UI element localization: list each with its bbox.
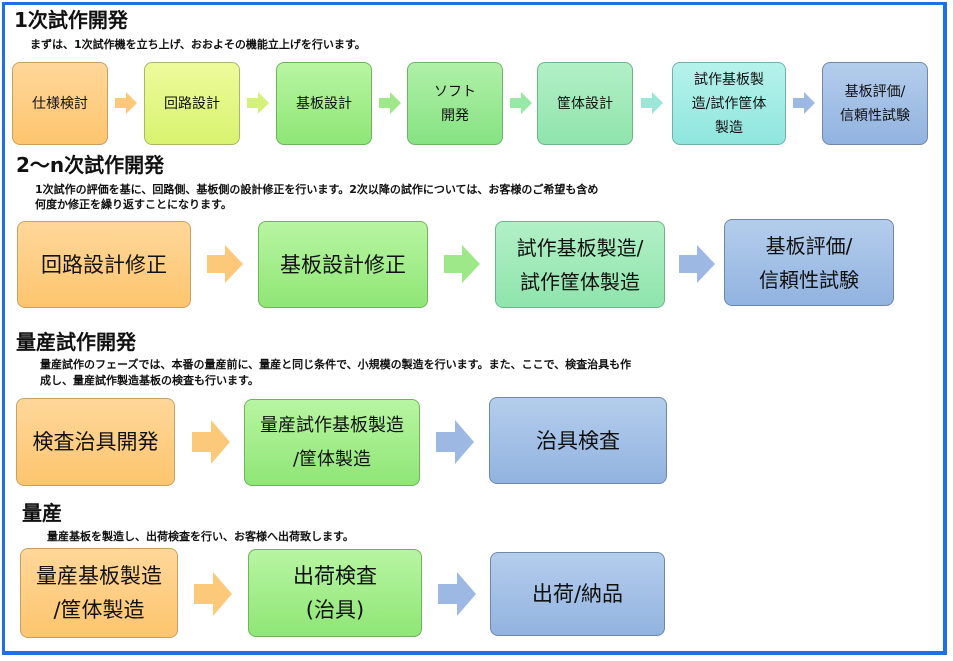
step-label: 量産試作基板製造 /筐体製造 [260,414,404,470]
step-label: 量産基板製造 /筐体製造 [36,564,162,622]
step-circuit-design-revision: 回路設計修正 [17,221,191,308]
step-label: 回路設計 [164,95,220,112]
section-title: 量産 [22,501,62,525]
step-board-design-revision: 基板設計修正 [258,221,428,308]
step-label: 試作基板製造/ 試作筐体製造 [516,235,644,294]
step-label: 基板評価/ 信頼性試験 [840,83,910,124]
section-description-line-1: 量産試作のフェーズでは、本番の量産前に、量産と同じ条件で、小規模の製造を行います… [40,358,632,371]
section-description: 量産基板を製造し、出荷検査を行い、お客様へ出荷致します。 [47,530,354,543]
step-label: 試作基板製 造/試作筐体 製造 [691,71,767,136]
step-jig-inspection: 治具検査 [489,397,667,484]
step-circuit-design: 回路設計 [144,62,240,145]
section-description: まずは、1次試作機を立ち上げ、おおよその機能立上げを行います。 [30,38,366,51]
section-description-line-1: 1次試作の評価を基に、回路側、基板側の設計修正を行います。2次以降の試作について… [35,183,599,196]
step-label: 基板設計 [296,95,352,112]
step-label: 出荷/納品 [531,582,624,606]
step-board-design: 基板設計 [276,62,372,145]
step-inspection-jig-development: 検査治具開発 [16,398,175,486]
step-enclosure-design: 筐体設計 [537,62,633,145]
section-description-line-2: 何度か修正を繰り返すことになります。 [35,198,232,211]
step-board-evaluation: 基板評価/ 信頼性試験 [822,62,928,145]
step-prototype-manufacturing: 試作基板製 造/試作筐体 製造 [672,62,786,145]
section-title: 2～n次試作開発 [16,153,165,177]
step-label: 基板設計修正 [280,252,406,277]
step-shipping-inspection: 出荷検査 (治具) [248,549,422,637]
step-label: 仕様検討 [32,95,88,112]
step-board-evaluation: 基板評価/ 信頼性試験 [724,219,894,306]
step-label: 出荷検査 (治具) [293,564,377,622]
step-shipping-delivery: 出荷/納品 [490,552,665,636]
step-software-development: ソフト 開発 [407,62,503,145]
step-label: ソフト 開発 [434,83,476,124]
step-label: 回路設計修正 [41,252,167,277]
section-description-line-2: 成し、量産試作製造基板の検査も行います。 [40,374,259,387]
step-label: 筐体設計 [557,95,613,112]
step-label: 検査治具開発 [32,430,159,454]
step-mass-board-manufacturing: 量産基板製造 /筐体製造 [20,548,178,638]
step-mass-prototype-manufacturing: 量産試作基板製造 /筐体製造 [244,399,420,486]
section-title: 量産試作開発 [16,330,136,354]
section-title: 1次試作開発 [14,8,128,32]
step-prototype-manufacturing: 試作基板製造/ 試作筐体製造 [495,221,665,308]
step-label: 基板評価/ 信頼性試験 [759,233,859,292]
step-spec-review: 仕様検討 [12,62,108,145]
step-label: 治具検査 [536,428,620,453]
